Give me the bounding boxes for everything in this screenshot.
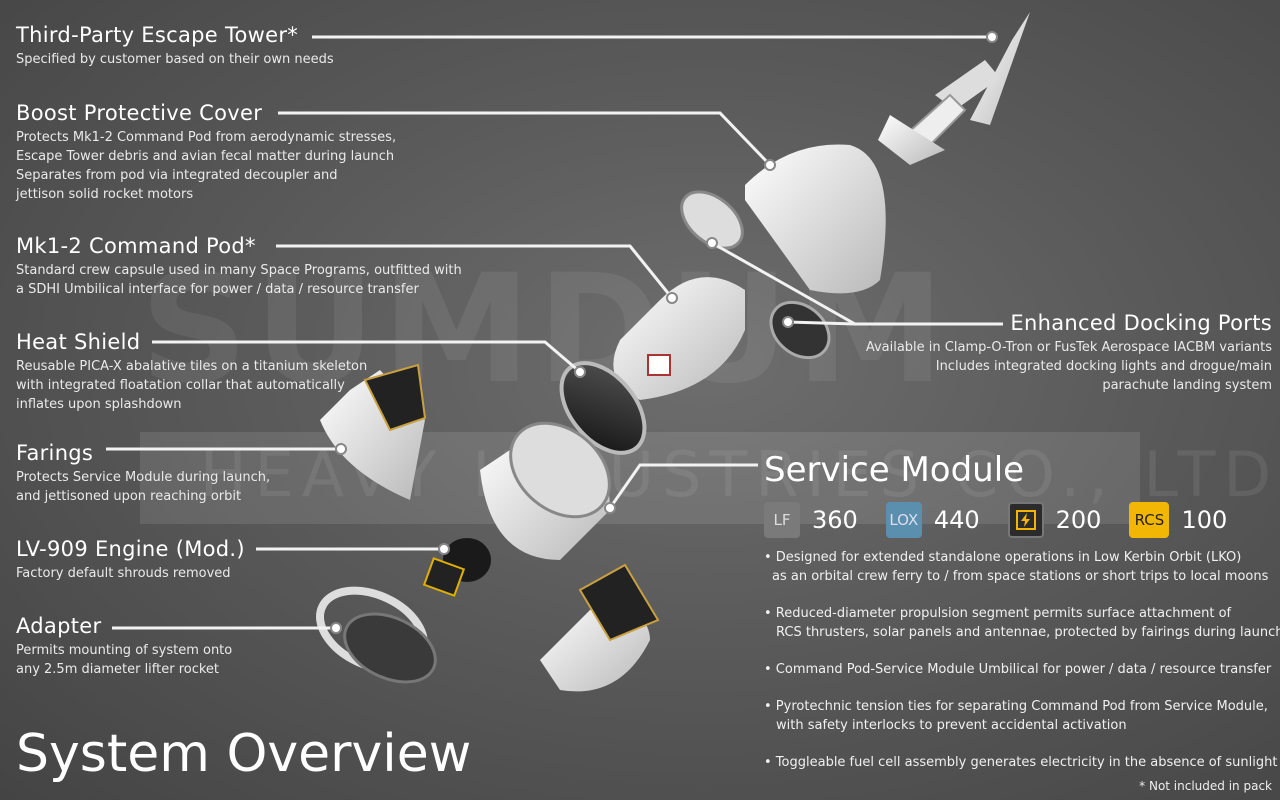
boost-cover-desc-1: Protects Mk1-2 Command Pod from aerodyna… [16,130,397,146]
service-module-features: • Designed for extended standalone opera… [764,548,1280,790]
leader-lines [106,35,1003,630]
farings-desc-1: Protects Service Module during launch, [16,470,271,486]
command-pod-title: Mk1-2 Command Pod* [16,234,256,258]
label-boost-cover: Boost Protective Cover Protects Mk1-2 Co… [16,101,396,204]
stat-rcs: RCS 100 [1129,502,1227,538]
lf-value: 360 [812,506,858,534]
feature-5-line-1: • Toggleable fuel cell assembly generate… [764,755,1278,770]
footnote: * Not included in pack [1139,779,1272,793]
boost-cover-desc-3: Separates from pod via integrated decoup… [16,168,338,184]
feature-4-line-2: with safety interlocks to prevent accide… [776,718,1127,733]
escape-tower-title: Third-Party Escape Tower* [16,23,299,47]
adapter-title: Adapter [16,614,102,638]
feature-item: • Pyrotechnic tension ties for separatin… [764,697,1280,735]
watermark-band [140,432,1140,524]
adapter-desc-2: any 2.5m diameter lifter rocket [16,662,220,678]
heat-shield-art [559,361,647,455]
label-farings: Farings Protects Service Module during l… [16,441,270,506]
faring-right-art [540,563,660,692]
escape-tower-art [878,12,1030,165]
boost-cover-desc-2: Escape Tower debris and avian fecal matt… [16,149,395,165]
stat-lox: LOX 440 [885,502,980,538]
lox-badge: LOX [885,502,922,538]
label-adapter: Adapter Permits mounting of system onto … [16,614,232,679]
docking-title: Enhanced Docking Ports [1010,311,1272,335]
label-command-pod: Mk1-2 Command Pod* Standard crew capsule… [16,234,462,299]
feature-item: • Reduced-diameter propulsion segment pe… [764,604,1280,642]
stat-lf: LF 360 [764,502,858,538]
feature-item: • Command Pod-Service Module Umbilical f… [764,660,1280,679]
escape-tower-desc-1: Specified by customer based on their own… [16,52,334,68]
pod-hatch-art [647,354,671,376]
service-module-art [480,421,611,560]
feature-item: • Designed for extended standalone opera… [764,548,1280,586]
label-escape-tower: Third-Party Escape Tower* Specified by c… [16,23,334,69]
lf-badge: LF [764,502,800,538]
docking-port-lower-art [769,300,831,360]
engine-desc-1: Factory default shrouds removed [16,566,231,582]
label-docking-ports: Enhanced Docking Ports Available in Clam… [866,311,1272,395]
page-title: System Overview [16,724,472,784]
feature-1-line-1: • Designed for extended standalone opera… [764,550,1242,565]
docking-desc-2: Includes integrated docking lights and d… [935,359,1272,375]
command-pod-art [613,277,745,400]
docking-desc-3: parachute landing system [1102,378,1272,394]
feature-2-line-2: RCS thrusters, solar panels and antennae… [776,625,1280,640]
boost-cover-art [745,144,886,294]
faring-left-art [320,363,427,500]
docking-desc-1: Available in Clamp-O-Tron or FusTek Aero… [865,340,1272,356]
label-heat-shield: Heat Shield Reusable PICA-X abalative ti… [16,330,367,414]
bolt-icon [1007,502,1044,538]
stat-electric: 200 [1007,502,1102,538]
boost-cover-title: Boost Protective Cover [16,101,263,125]
leader-dots [330,31,998,634]
heat-shield-desc-2: with integrated floatation collar that a… [16,378,345,394]
label-engine: LV-909 Engine (Mod.) Factory default shr… [16,537,245,583]
feature-2-line-1: • Reduced-diameter propulsion segment pe… [764,606,1232,621]
rcs-value: 100 [1181,506,1228,534]
heat-shield-desc-1: Reusable PICA-X abalative tiles on a tit… [16,359,368,375]
engine-art [422,538,491,597]
command-pod-desc-1: Standard crew capsule used in many Space… [16,263,462,279]
electric-value: 200 [1055,506,1102,534]
adapter-desc-1: Permits mounting of system onto [16,643,233,659]
engine-title: LV-909 Engine (Mod.) [16,537,245,561]
heat-shield-desc-3: inflates upon splashdown [16,397,182,413]
adapter-art [316,586,437,684]
feature-4-line-1: • Pyrotechnic tension ties for separatin… [764,699,1268,714]
command-pod-desc-2: a SDHI Umbilical interface for power / d… [16,282,419,298]
docking-port-upper-art [680,190,744,250]
heat-shield-title: Heat Shield [16,330,141,354]
feature-1-line-2: as an orbital crew ferry to / from space… [772,569,1269,584]
feature-3-line-1: • Command Pod-Service Module Umbilical f… [764,662,1272,677]
service-module-title: Service Module [764,450,1025,490]
lox-value: 440 [933,506,980,534]
farings-desc-2: and jettisoned upon reaching orbit [16,489,242,505]
feature-item: • Toggleable fuel cell assembly generate… [764,753,1280,772]
resource-stats: LF 360 LOX 440 200 RCS 100 [764,502,1255,538]
farings-title: Farings [16,441,94,465]
rcs-badge: RCS [1129,502,1170,538]
boost-cover-desc-4: jettison solid rocket motors [16,187,194,203]
